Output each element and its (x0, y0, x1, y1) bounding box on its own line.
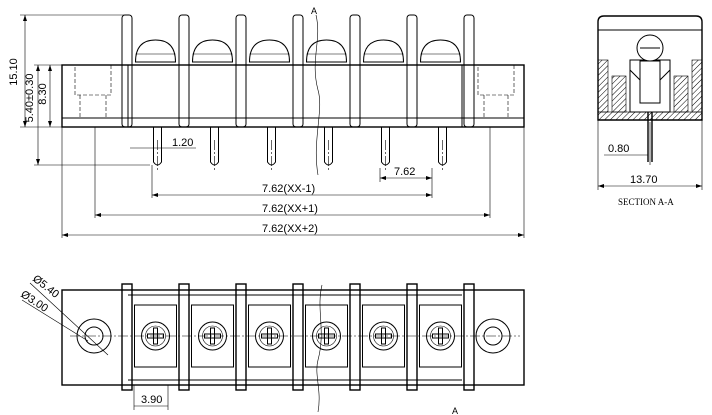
terminal-cell (362, 304, 405, 368)
dim-span-minus1: 7.62(XX-1) (262, 183, 315, 195)
barrier-walls (121, 14, 475, 128)
screw-top (255, 321, 284, 351)
dim-body-height: 8.30 (37, 83, 49, 104)
dim-height-total: 15.10 (8, 58, 20, 86)
dim-span-plus2: 7.62(XX+2) (262, 223, 318, 235)
terminal-cell (419, 304, 462, 368)
top-barrier (235, 283, 247, 391)
barrier (121, 14, 133, 128)
dim-span-plus1: 7.62(XX+1) (262, 203, 318, 215)
barrier (463, 14, 475, 128)
screw-top (198, 321, 227, 351)
break-line (314, 14, 321, 176)
screw-top (312, 321, 341, 351)
screw-heads (134, 39, 462, 63)
barrier (178, 14, 190, 128)
terminal-cell (305, 304, 348, 368)
top-barrier (178, 283, 190, 391)
terminal-cell (248, 304, 291, 368)
screw-head (248, 39, 291, 63)
dim-barrier-gap: 3.90 (141, 394, 162, 406)
screw-head (419, 39, 462, 63)
top-barriers (121, 283, 475, 391)
top-barrier (463, 283, 475, 391)
section-marker-top: A (311, 6, 317, 16)
screw-top (426, 321, 455, 351)
top-barrier (349, 283, 361, 391)
screw-top (141, 321, 170, 351)
barrier (349, 14, 361, 128)
screw-top (369, 321, 398, 351)
top-screws (134, 304, 462, 368)
screw-head (134, 39, 177, 63)
barrier (292, 14, 304, 128)
top-barrier (121, 283, 133, 391)
top-view: Ø5.40 Ø3.00 3.90 A (18, 273, 525, 415)
section-outline (597, 15, 703, 121)
dim-body-height-tol: 5.40±0.30 (24, 74, 36, 123)
barrier (406, 14, 418, 128)
screw-head (305, 39, 348, 63)
dim-side-width: 13.70 (630, 174, 658, 186)
dim-pin-width: 1.20 (172, 137, 193, 149)
screw-head (191, 39, 234, 63)
top-barrier (406, 283, 418, 391)
terminal-cell (134, 304, 177, 368)
section-view: 0.80 13.70 SECTION A-A (597, 15, 703, 207)
solder-pins (153, 127, 447, 172)
terminal-cell (191, 304, 234, 368)
dim-pitch: 7.62 (394, 166, 415, 178)
section-marker-bottom: A (452, 406, 458, 415)
front-view: A 15.10 5.40±0.30 8.30 1.20 7.62 7.62(XX… (8, 6, 525, 238)
dim-side-pin: 0.80 (608, 143, 629, 155)
top-barrier (292, 283, 304, 391)
section-caption: SECTION A-A (618, 197, 674, 207)
barrier (235, 14, 247, 128)
screw-head (362, 39, 405, 63)
